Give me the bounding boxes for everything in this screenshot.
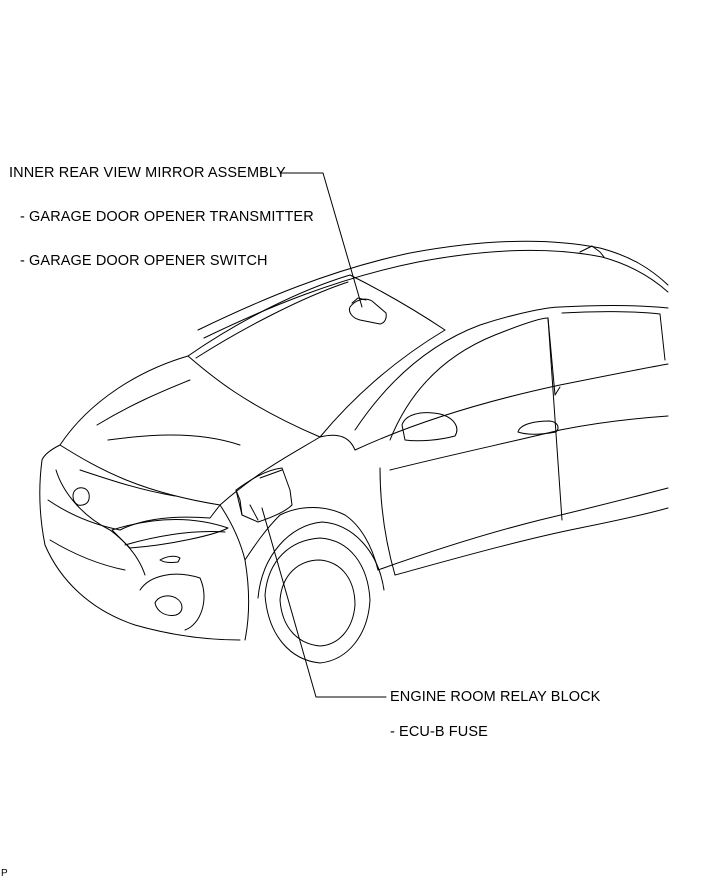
rear-view-mirror [349, 298, 387, 325]
relay-leader-line [261, 507, 387, 698]
mirror-leader-line [279, 172, 363, 308]
relay-block [235, 467, 293, 523]
ecu-b-fuse-label: - ECU-B FUSE [390, 724, 488, 740]
side-mirror [401, 412, 458, 442]
fog-light [154, 595, 183, 616]
mirror-assembly-label: INNER REAR VIEW MIRROR ASSEMBLY [9, 165, 286, 181]
garage-door-switch-label: - GARAGE DOOR OPENER SWITCH [20, 253, 268, 269]
front-emblem [72, 487, 90, 506]
front-wheel [264, 537, 371, 664]
car-body-outline [39, 240, 669, 664]
relay-block-label: ENGINE ROOM RELAY BLOCK [390, 689, 601, 705]
garage-door-transmitter-label: - GARAGE DOOR OPENER TRANSMITTER [20, 209, 314, 225]
figure-code-mark: P [1, 868, 8, 879]
